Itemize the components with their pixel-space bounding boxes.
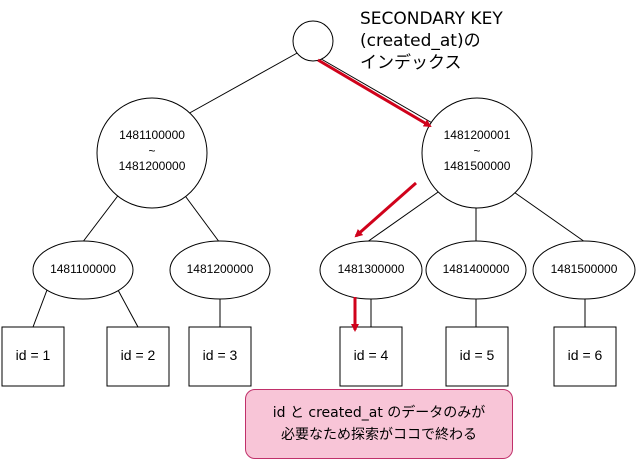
explanation-note: id と created_at のデータのみが 必要なため探索がココで終わる <box>245 389 513 459</box>
record-box-4 <box>339 326 403 387</box>
right-range-end: 1481500000 <box>443 159 511 173</box>
edge-leaf1-rec2 <box>117 289 139 328</box>
leaf-label-2: 1481200000 <box>186 262 254 276</box>
index-title: SECONDARY KEY (created_at)の インデックス <box>360 8 620 74</box>
record-label-2: id = 2 <box>120 347 156 363</box>
edge-left-leaf1 <box>81 192 121 244</box>
right-range-sep: ~ <box>473 144 481 158</box>
edge-right-leaf3 <box>359 189 442 248</box>
edge-left-leaf2 <box>182 192 221 244</box>
record-box-6 <box>553 326 617 387</box>
edge-root-right <box>315 55 435 125</box>
record-label-4: id = 4 <box>353 347 389 363</box>
leaf-node-1 <box>32 240 134 300</box>
root-node <box>292 20 334 62</box>
left-internal-node <box>96 97 208 209</box>
leaf-node-2 <box>169 240 271 300</box>
left-internal-range: 1481100000 ~ 1481200000 <box>97 126 207 176</box>
record-box-5 <box>445 326 509 387</box>
arrow-right-to-leaf3 <box>354 181 417 238</box>
search-path <box>317 58 432 332</box>
leaf-node-4 <box>425 240 527 300</box>
record-box-2 <box>106 326 170 387</box>
edge-right-leaf5 <box>510 189 586 243</box>
record-label-5: id = 5 <box>459 347 495 363</box>
leaf-node-5 <box>532 240 636 300</box>
record-box-3 <box>188 326 252 387</box>
arrow-root-to-right <box>317 58 432 128</box>
left-range-start: 1481100000 <box>119 128 185 142</box>
leaf-label-1: 1481100000 <box>50 262 116 276</box>
leaf-label-5: 1481500000 <box>550 262 618 276</box>
right-range-start: 1481200001 <box>443 128 511 142</box>
leaf-node-3 <box>319 240 423 300</box>
title-line-2: (created_at)の <box>360 31 481 51</box>
edge-root-left <box>185 51 300 116</box>
record-label-6: id = 6 <box>567 347 603 363</box>
leaf-label-3: 1481300000 <box>337 262 405 276</box>
title-line-1: SECONDARY KEY <box>360 9 503 29</box>
record-box-1 <box>1 326 65 387</box>
title-line-3: インデックス <box>360 53 462 73</box>
right-internal-node <box>421 97 533 209</box>
note-line-2: 必要なため探索がココで終わる <box>281 427 477 443</box>
left-range-end: 1481200000 <box>118 159 186 173</box>
left-range-sep: ~ <box>148 144 156 158</box>
record-label-3: id = 3 <box>202 347 238 363</box>
record-label-1: id = 1 <box>15 347 51 363</box>
edge-leaf1-rec1 <box>32 289 48 328</box>
leaf-label-4: 1481400000 <box>442 262 510 276</box>
note-line-1: id と created_at のデータのみが <box>272 405 486 421</box>
right-internal-range: 1481200001 ~ 1481500000 <box>422 126 532 176</box>
